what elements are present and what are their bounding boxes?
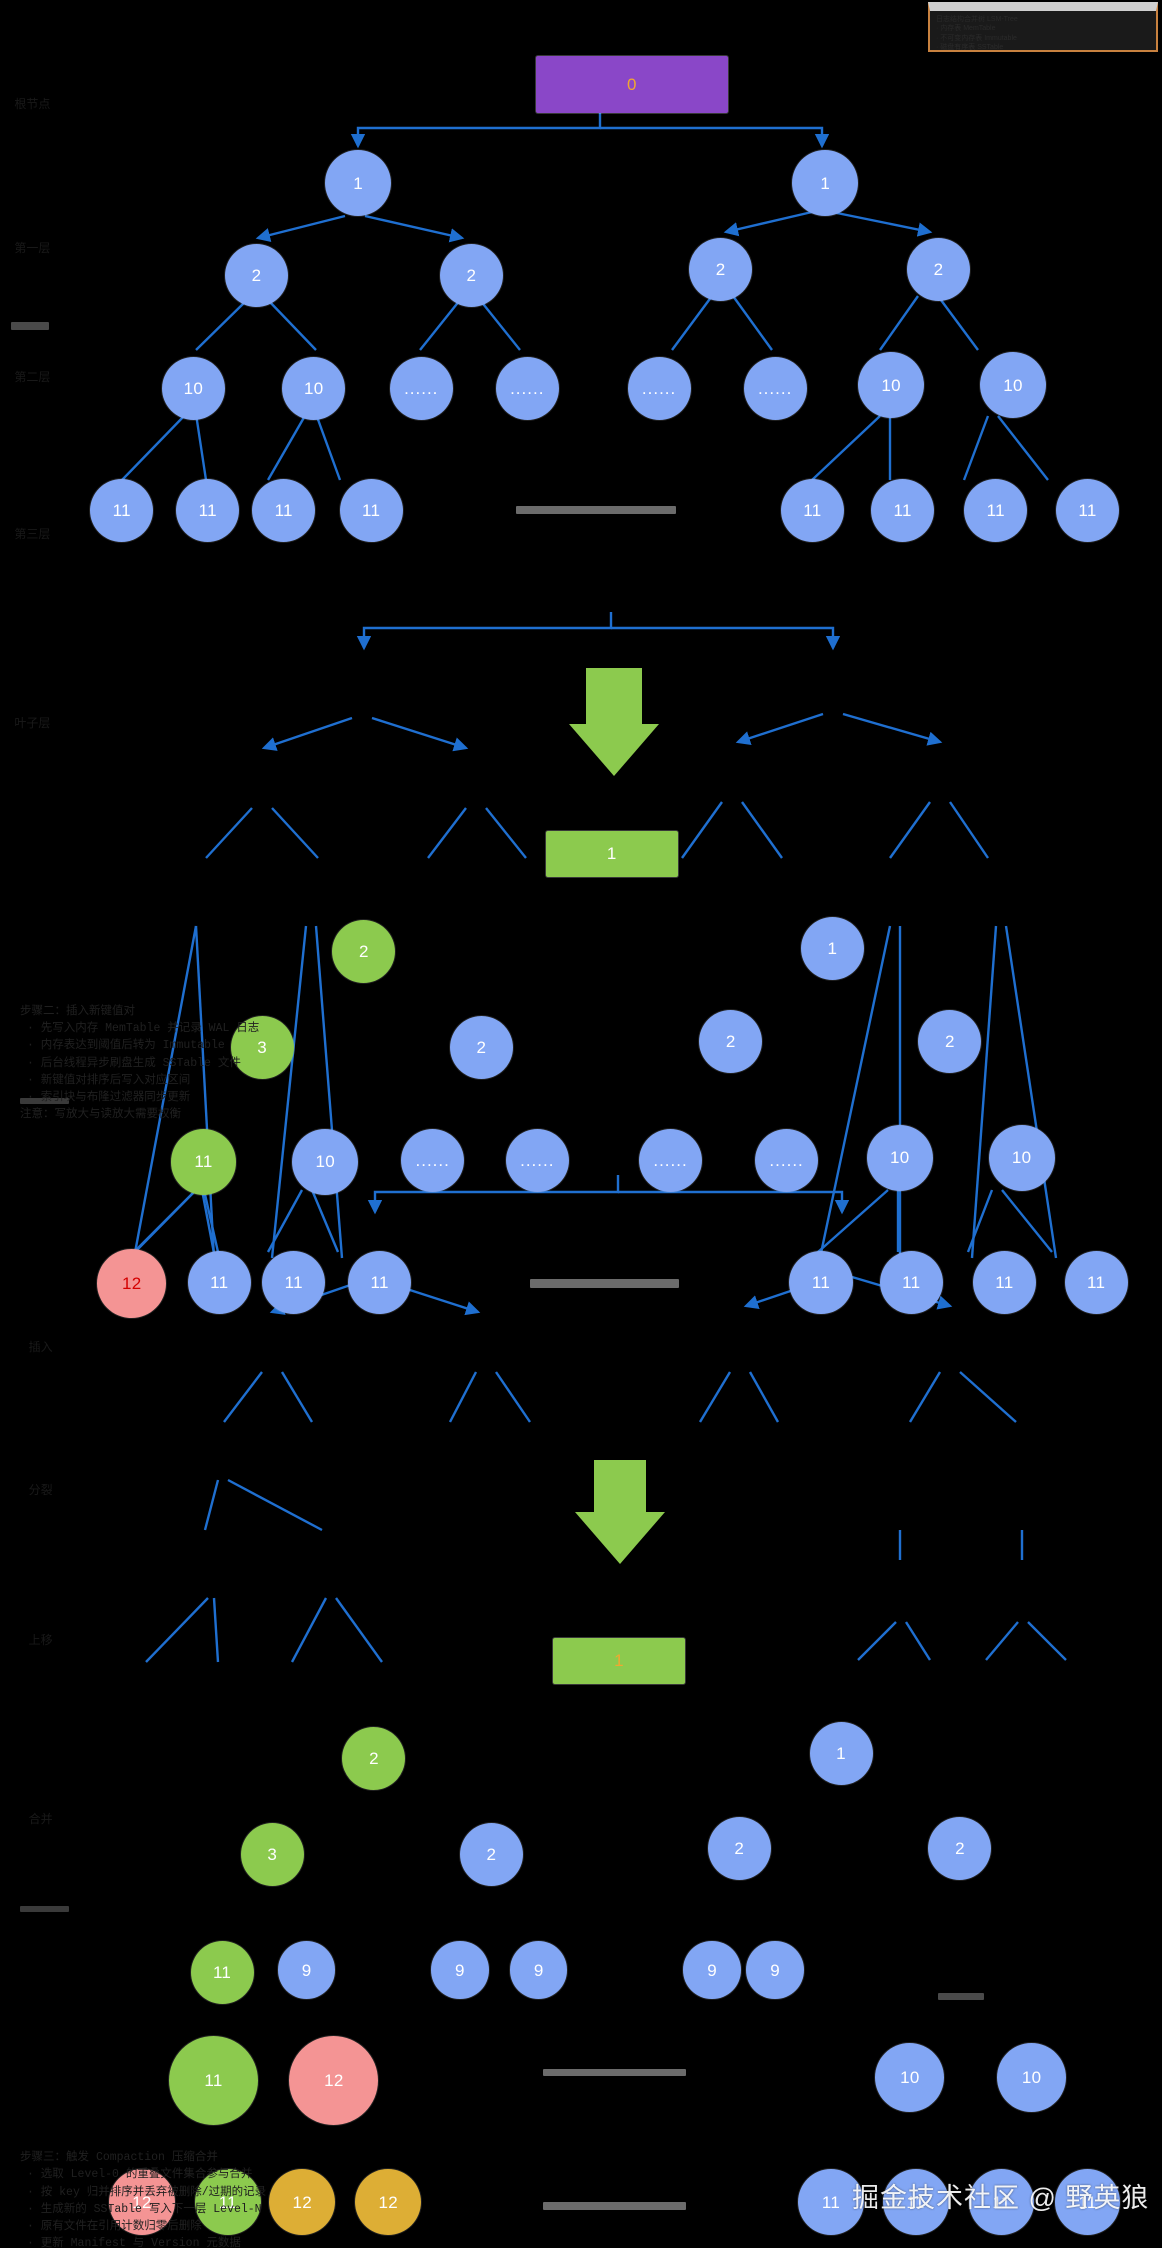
tree-node[interactable]: 2	[439, 243, 503, 307]
tree-node[interactable]: 11	[798, 2169, 864, 2236]
tree-node[interactable]: 11	[176, 478, 240, 542]
tree-node[interactable]: 11	[964, 478, 1028, 542]
text-bar	[543, 2068, 687, 2077]
sidebar-label: 第一层	[14, 240, 51, 255]
tree-node[interactable]: ......	[755, 1129, 819, 1193]
sidebar-label: 第二层	[14, 369, 51, 384]
tree-node[interactable]: 2	[699, 1010, 763, 1074]
text-bar	[938, 1993, 985, 2001]
tree-node[interactable]: 2	[449, 1015, 513, 1079]
tree-node[interactable]: 11	[169, 2036, 258, 2125]
sidebar-label: 分裂	[28, 1482, 53, 1497]
tree-node[interactable]: 10	[866, 1124, 933, 1191]
tree-node[interactable]: 11	[348, 1250, 412, 1314]
tree-node[interactable]: 1	[809, 1722, 873, 1786]
tree-node[interactable]: 11	[194, 2169, 261, 2236]
tree-node[interactable]: 10	[282, 356, 346, 420]
tree-node[interactable]: 10	[875, 2043, 945, 2112]
tree-node[interactable]: 10	[161, 356, 225, 420]
tree-node[interactable]: 12	[355, 2169, 422, 2236]
tree-node[interactable]: 9	[746, 1941, 804, 1999]
tree-node[interactable]: 9	[683, 1941, 741, 1999]
tree-node[interactable]: 12	[289, 2036, 379, 2125]
tree-node[interactable]: 2	[689, 237, 753, 301]
tree-node[interactable]: 3	[240, 1822, 304, 1886]
text-bar	[20, 1905, 69, 1912]
tree-node[interactable]: 11	[882, 2169, 949, 2236]
sidebar-label: 插入	[28, 1339, 53, 1354]
sidebar-label: 上移	[28, 1633, 53, 1648]
tree-node[interactable]: 11	[262, 1250, 326, 1314]
legend-line: · 磁盘有序表 SSTable	[936, 44, 1004, 52]
tree-node[interactable]: 11	[1055, 478, 1119, 542]
text-bar	[11, 322, 49, 330]
tree-node[interactable]: 11	[968, 2169, 1035, 2236]
tree-node[interactable]: 11	[339, 478, 403, 542]
tree-node[interactable]: 9	[431, 1941, 489, 1999]
tree-node[interactable]: 10	[292, 1129, 359, 1195]
tree-node[interactable]: 11	[252, 478, 316, 542]
text-bar	[530, 1279, 680, 1288]
annotation-note: 步骤二：插入新键值对 · 先写入内存 MemTable 并记录 WAL 日志 ·…	[20, 1004, 260, 1122]
tree-node[interactable]: ......	[743, 356, 807, 420]
sidebar-label: 根节点	[14, 97, 51, 112]
tree-node[interactable]: 11	[90, 478, 154, 542]
tree-node[interactable]: 1	[800, 916, 864, 981]
tree-node[interactable]: 11	[170, 1129, 237, 1195]
tree-node[interactable]: 11	[871, 478, 935, 542]
tree-node[interactable]: 2	[459, 1822, 523, 1886]
tree-node[interactable]: 9	[510, 1941, 568, 1999]
tree-node[interactable]: 11	[972, 1250, 1036, 1314]
tree-node[interactable]: 10	[858, 352, 925, 419]
text-bar	[543, 2202, 687, 2210]
tree-node[interactable]: 1	[325, 150, 392, 217]
tree-node[interactable]: ......	[389, 356, 453, 420]
tree-node[interactable]: 11	[1054, 2169, 1121, 2236]
legend-line: · 不可变内存表 Immutable	[936, 34, 1017, 42]
annotation-note: 步骤三：触发 Compaction 压缩合并 · 选取 Level-0 的重叠文…	[20, 2151, 267, 2248]
tree-node[interactable]: 12	[269, 2169, 336, 2236]
tree-node[interactable]: 11	[879, 1250, 943, 1314]
tree-node[interactable]: 11	[1064, 1250, 1128, 1314]
tree-node[interactable]: ......	[505, 1129, 569, 1193]
sidebar-label: 叶子层	[14, 716, 51, 731]
text-bar	[20, 1097, 69, 1104]
tree-node[interactable]: 1	[545, 831, 678, 877]
tree-node[interactable]: 2	[342, 1726, 406, 1790]
tree-node[interactable]: 10	[997, 2043, 1066, 2112]
tree-node[interactable]: 10	[980, 352, 1046, 419]
legend-box: 日志结构合并树 LSM-Tree · 内存表 MemTable · 不可变内存表…	[928, 2, 1158, 52]
tree-node[interactable]: 2	[332, 919, 396, 983]
tree-node[interactable]: 11	[780, 478, 844, 542]
tree-node[interactable]: 3	[230, 1015, 294, 1079]
sidebar-label: 第三层	[14, 527, 51, 542]
tree-node[interactable]: 11	[187, 1250, 251, 1314]
tree-node[interactable]: ......	[495, 356, 559, 420]
tree-node[interactable]: 2	[918, 1010, 982, 1074]
legend-line: · 内存表 MemTable	[936, 25, 996, 33]
legend-line: 日志结构合并树 LSM-Tree	[936, 16, 1018, 23]
tree-node[interactable]: ......	[627, 356, 691, 420]
tree-node[interactable]: 11	[789, 1250, 853, 1314]
tree-node[interactable]: 2	[224, 243, 288, 307]
tree-node[interactable]: 2	[928, 1816, 992, 1880]
tree-node[interactable]: 1	[792, 150, 859, 217]
tree-node[interactable]: 12	[108, 2169, 175, 2236]
tree-node[interactable]: 12	[97, 1249, 167, 1319]
tree-node[interactable]: 11	[190, 1941, 254, 2005]
sidebar-label: 合并	[28, 1812, 53, 1827]
tree-node[interactable]: 10	[988, 1124, 1055, 1191]
watermark: 掘金技术社区 @ 野英狼	[852, 2183, 1150, 2213]
tree-node[interactable]: ......	[639, 1129, 703, 1193]
text-bar	[515, 505, 677, 515]
tree-node[interactable]: 0	[535, 55, 728, 114]
tree-node[interactable]: 2	[707, 1816, 771, 1880]
tree-node[interactable]: 9	[277, 1941, 336, 1999]
tree-node[interactable]: 2	[906, 237, 970, 301]
tree-node[interactable]: ......	[401, 1129, 465, 1193]
tree-node[interactable]: 1	[553, 1637, 685, 1684]
